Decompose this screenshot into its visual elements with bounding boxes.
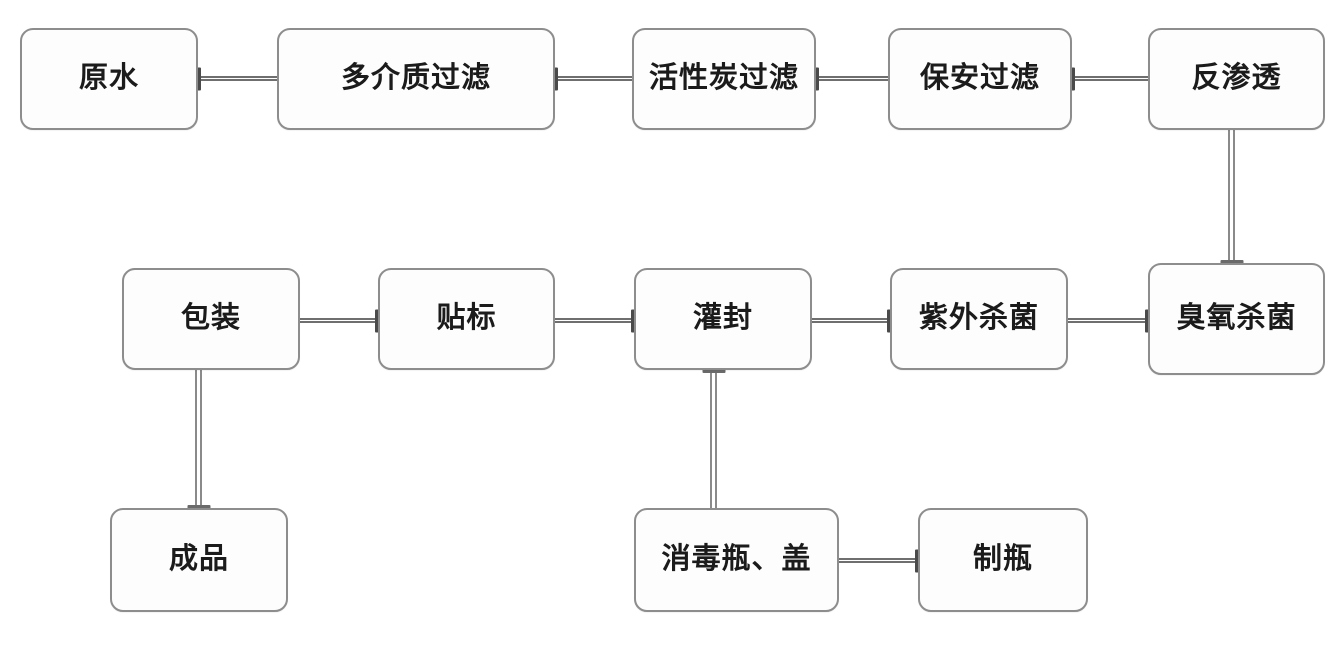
arrowhead-tbar-icon (554, 67, 558, 90)
node-packaging[interactable]: 包装 (122, 268, 300, 370)
connector-reverse-osmosis-to-ozone-sterilization (1220, 130, 1243, 264)
arrowhead-tbar-icon (1145, 309, 1149, 332)
node-label: 贴标 (436, 301, 497, 334)
connector-packaging-to-finished-product (187, 370, 210, 509)
node-reverse-osmosis[interactable]: 反渗透 (1148, 28, 1325, 130)
node-ozone-sterilization[interactable]: 臭氧杀菌 (1148, 263, 1325, 375)
node-label: 臭氧杀菌 (1176, 301, 1297, 334)
connector-uv-sterilization-to-filling-sealing (812, 309, 891, 332)
node-label: 制瓶 (972, 542, 1033, 575)
connector-raw-water-to-multimedia-filter (197, 67, 277, 90)
node-label: 包装 (180, 301, 241, 334)
arrowhead-tbar-icon (197, 67, 201, 90)
arrowhead-tbar-icon (887, 309, 891, 332)
node-label: 成品 (168, 542, 229, 575)
node-label: 保安过滤 (919, 61, 1040, 94)
arrowhead-tbar-icon (631, 309, 635, 332)
connector-labeling-to-packaging (300, 309, 379, 332)
node-label: 灌封 (692, 301, 753, 334)
node-activated-carbon-filter[interactable]: 活性炭过滤 (632, 28, 816, 130)
connector-ozone-sterilization-to-uv-sterilization (1068, 309, 1149, 332)
arrowhead-tbar-icon (187, 505, 210, 509)
node-multimedia-filter[interactable]: 多介质过滤 (277, 28, 555, 130)
node-label: 反渗透 (1191, 61, 1282, 94)
node-label: 消毒瓶、盖 (661, 542, 812, 575)
connector-multimedia-filter-to-activated-carbon (554, 67, 632, 90)
node-security-filter[interactable]: 保安过滤 (888, 28, 1072, 130)
node-uv-sterilization[interactable]: 紫外杀菌 (890, 268, 1068, 370)
node-label: 原水 (78, 61, 139, 94)
node-finished-product[interactable]: 成品 (110, 508, 288, 612)
node-labeling[interactable]: 贴标 (378, 268, 555, 370)
node-raw-water[interactable]: 原水 (20, 28, 198, 130)
arrowhead-tbar-icon (1220, 260, 1243, 264)
node-label: 紫外杀菌 (918, 301, 1039, 334)
arrowhead-tbar-icon (702, 369, 725, 373)
arrowhead-tbar-icon (375, 309, 379, 332)
connector-security-filter-to-reverse-osmosis (1071, 67, 1148, 90)
node-bottle-making[interactable]: 制瓶 (918, 508, 1088, 612)
connector-filling-sealing-to-labeling (555, 309, 635, 332)
node-label: 多介质过滤 (340, 61, 491, 94)
connector-bottle-making-to-sterilize-bottle-cap (839, 549, 919, 572)
arrowhead-tbar-icon (915, 549, 919, 572)
node-label: 活性炭过滤 (648, 61, 799, 94)
connector-activated-carbon-to-security-filter (815, 67, 888, 90)
node-sterilize-bottle-cap[interactable]: 消毒瓶、盖 (634, 508, 839, 612)
arrowhead-tbar-icon (1071, 67, 1075, 90)
node-filling-sealing[interactable]: 灌封 (634, 268, 812, 370)
arrowhead-tbar-icon (815, 67, 819, 90)
connector-sterilize-bottle-cap-to-filling-sealing (702, 369, 725, 508)
